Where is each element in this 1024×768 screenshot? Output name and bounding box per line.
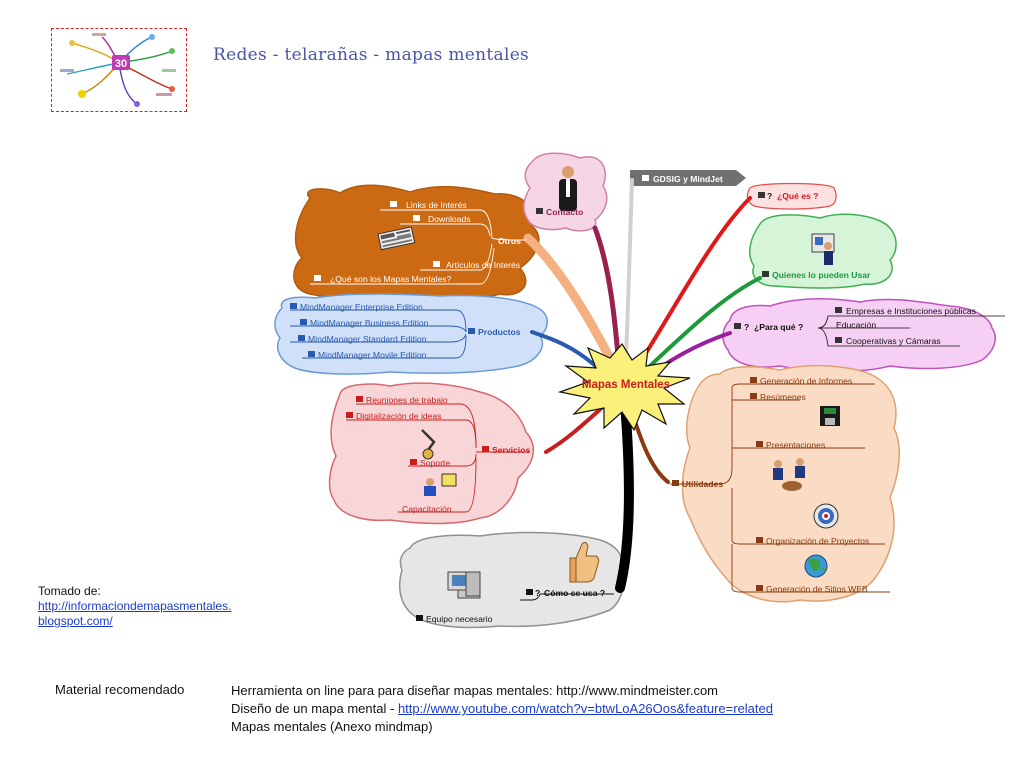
newspaper-icon: [377, 226, 416, 251]
material-line-annex: Mapas mentales (Anexo mindmap): [231, 719, 433, 734]
svg-text:?: ?: [744, 322, 749, 332]
utilidades-label: Utilidades: [682, 479, 723, 489]
servicios-item-reuniones: Reuniones de trabajo: [366, 395, 448, 405]
mindmap-thumbnail: 30: [51, 28, 187, 112]
presenter-icon: [811, 233, 835, 265]
que-es-tag: [746, 182, 837, 210]
mindmap-diagram: Mapas Mentales Links de Interés Download…: [274, 152, 1005, 629]
credit-link-line2: blogspot.com/: [38, 614, 113, 628]
thumbs-up-icon: [569, 541, 600, 583]
utilidades-item-sitios-web: Generación de Sitios WEB: [766, 584, 868, 594]
otros-item-que-son: ¿Qué son los Mapas Mentales?: [330, 274, 452, 284]
productos-item-standard: MindManager Standard Edition: [308, 334, 427, 344]
connector-como: [615, 398, 634, 593]
cloud-como: [398, 531, 624, 629]
branch-gdsig: GDSIG y MindJet: [642, 174, 723, 184]
gdsig-tag: [630, 170, 746, 186]
center-label: Mapas Mentales: [582, 379, 670, 391]
thumbnail-badge: 30: [115, 58, 127, 70]
target-icon: [813, 503, 839, 529]
para-que-label: ¿Para qué ?: [754, 322, 803, 332]
otros-item-articulos: Artículos de Interés: [446, 260, 520, 270]
gdsig-label: GDSIG y MindJet: [653, 174, 723, 184]
floppy-disk-icon: [820, 406, 840, 426]
como-item-equipo: Equipo necesario: [426, 614, 493, 624]
branch-quienes: Quienes lo pueden Usar: [762, 233, 871, 280]
cloud-productos: [274, 293, 548, 375]
que-es-label: ¿Qué es ?: [777, 191, 819, 201]
branch-productos: MindManager Enterprise Edition MindManag…: [290, 302, 521, 360]
quienes-label: Quienes lo pueden Usar: [772, 270, 871, 280]
para-que-item-empresas: Empresas e Instituciones públicas: [846, 306, 976, 316]
material-video-prefix: Diseño de un mapa mental -: [231, 701, 398, 716]
credit-link[interactable]: http://informaciondemapasmentales.blogsp…: [38, 599, 231, 628]
otros-item-links: Links de Interés: [406, 200, 467, 210]
material-line-tool: Herramienta on line para para diseñar ma…: [231, 683, 718, 698]
servicios-item-soporte: Soporte: [420, 458, 450, 468]
branch-para-que: ? ¿Para qué ? Empresas e Instituciones p…: [734, 306, 1005, 347]
servicios-label: Servicios: [492, 445, 530, 455]
svg-text:?: ?: [535, 588, 540, 598]
branch-otros: Links de Interés Downloads Artículos de …: [310, 200, 527, 285]
material-list: Herramienta on line para para diseñar ma…: [231, 682, 773, 736]
material-line-video: Diseño de un mapa mental - http://www.yo…: [231, 700, 773, 718]
utilidades-item-presentaciones: Presentaciones: [766, 440, 825, 450]
otros-item-downloads: Downloads: [428, 214, 471, 224]
productos-item-movile: MindManager Movile Edition: [318, 350, 427, 360]
meeting-icon: [773, 458, 805, 491]
svg-text:?: ?: [767, 191, 772, 201]
productos-item-enterprise: MindManager Enterprise Edition: [300, 302, 423, 312]
person-icon: [559, 166, 577, 211]
productos-label: Productos: [478, 327, 521, 337]
utilidades-item-proyectos: Organización de Proyectos: [766, 536, 869, 546]
connector-gdsig: [623, 178, 634, 380]
branch-utilidades: Generación de Informes Resúmenes Present…: [670, 376, 890, 594]
branch-contacto: Contacto: [536, 166, 583, 217]
training-icon: [424, 473, 457, 496]
source-credit: Tomado de: http://informaciondemapasment…: [38, 584, 231, 629]
material-video-link[interactable]: http://www.youtube.com/watch?v=btwLoA26O…: [397, 701, 773, 716]
globe-icon: [804, 554, 828, 578]
para-que-item-educacion: Educación: [836, 320, 876, 330]
center-node: Mapas Mentales: [557, 342, 691, 432]
utilidades-item-informes: Generación de Informes: [760, 376, 852, 386]
contacto-label: Contacto: [546, 207, 583, 217]
page-title: Redes - telarañas - mapas mentales: [213, 45, 530, 65]
servicios-item-capacitacion: Capacitación: [402, 504, 452, 514]
productos-item-business: MindManager Business Edition: [310, 318, 429, 328]
computer-icon: [447, 571, 481, 599]
credit-link-line1: http://informaciondemapasmentales.: [38, 599, 232, 613]
cloud-otros: [293, 184, 540, 303]
branch-que-es: ? ¿Qué es ?: [758, 191, 819, 201]
otros-label: Otros: [498, 236, 521, 246]
robot-arm-icon: [421, 429, 436, 460]
para-que-item-cooperativas: Cooperativas y Cámaras: [846, 336, 941, 346]
material-heading: Material recomendado: [55, 682, 185, 697]
credit-label: Tomado de:: [38, 584, 101, 598]
servicios-item-digitalizacion: Digitalización de ideas: [356, 411, 442, 421]
branch-como: ? Cómo se usa ? Equipo necesario: [416, 541, 614, 624]
branch-servicios: Reuniones de trabajo Digitalización de i…: [346, 395, 530, 514]
como-label: Cómo se usa ?: [544, 588, 605, 598]
utilidades-item-resumenes: Resúmenes: [760, 392, 806, 402]
